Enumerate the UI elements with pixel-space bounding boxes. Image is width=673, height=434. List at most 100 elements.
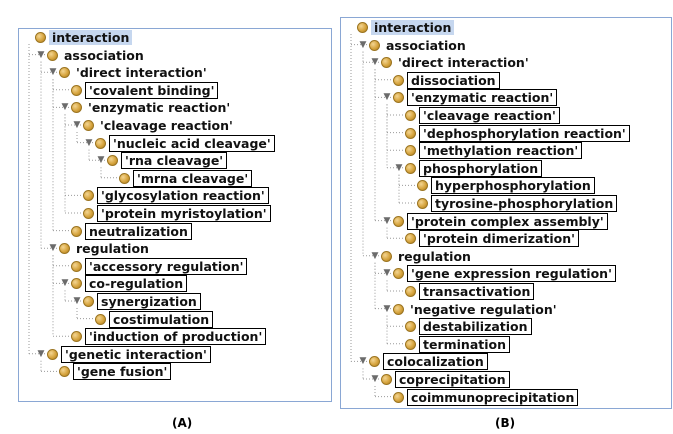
tree-node-label[interactable]: 'enzymatic reaction': [407, 89, 558, 107]
tree-node-coprecipitation[interactable]: ▼ coprecipitation: [369, 371, 510, 388]
tree-node-protein-complex-assembly[interactable]: ▼ 'protein complex assembly': [381, 212, 608, 230]
tree-node-label[interactable]: 'direct interaction': [76, 65, 207, 81]
tree-node-label[interactable]: termination: [419, 335, 511, 353]
tree-node-label[interactable]: 'enzymatic reaction': [88, 100, 231, 116]
tree-node-direct-interaction[interactable]: ▼ 'direct interaction': [369, 54, 532, 71]
tree-node-label[interactable]: neutralization: [85, 222, 192, 240]
expanded-triangle-icon[interactable]: ▼: [371, 57, 379, 68]
tree-node-association[interactable]: ▼ association: [35, 47, 147, 64]
expanded-triangle-icon[interactable]: ▼: [85, 137, 93, 148]
tree-node-covalent-binding[interactable]: 'covalent binding': [59, 81, 219, 99]
tree-node-gene-fusion[interactable]: 'gene fusion': [47, 363, 172, 381]
tree-node-label[interactable]: 'covalent binding': [85, 81, 219, 99]
tree-node-dephosphorylation-reaction[interactable]: 'dephosphorylation reaction': [393, 124, 630, 142]
tree-node-label[interactable]: synergization: [97, 293, 201, 310]
tree-node-genetic-interaction[interactable]: ▼ 'genetic interaction': [35, 345, 211, 363]
tree-node-label[interactable]: 'mrna cleavage': [133, 169, 253, 187]
tree-node-label[interactable]: 'rna cleavage': [121, 152, 228, 170]
expanded-triangle-icon[interactable]: ▼: [61, 278, 69, 289]
tree-node-label[interactable]: 'protein dimerization': [419, 230, 579, 248]
tree-node-enzymatic-reaction[interactable]: ▼ 'enzymatic reaction': [59, 99, 233, 116]
expanded-triangle-icon[interactable]: ▼: [383, 303, 391, 314]
tree-node-glycosylation-reaction[interactable]: 'glycosylation reaction': [71, 187, 269, 205]
tree-node-coimmunoprecipitation[interactable]: coimmunoprecipitation: [381, 388, 579, 406]
tree-node-label[interactable]: 'protein complex assembly': [407, 212, 608, 230]
expanded-triangle-icon[interactable]: ▼: [97, 155, 105, 166]
expanded-triangle-icon[interactable]: ▼: [395, 162, 403, 173]
tree-node-cleavage-reaction[interactable]: ▼ 'cleavage reaction': [71, 117, 236, 134]
tree-node-destabilization[interactable]: destabilization: [393, 318, 532, 336]
expanded-triangle-icon[interactable]: ▼: [383, 215, 391, 226]
tree-node-label[interactable]: transactivation: [419, 283, 535, 300]
tree-node-induction-of-production[interactable]: 'induction of production': [59, 328, 267, 346]
tree-node-enzymatic-reaction[interactable]: ▼ 'enzymatic reaction': [381, 89, 558, 107]
tree-node-label[interactable]: 'nucleic acid cleavage': [109, 134, 275, 152]
tree-node-label[interactable]: tyrosine-phosphorylation: [431, 195, 618, 212]
tree-node-gene-expression-regulation[interactable]: ▼ 'gene expression regulation': [381, 265, 616, 283]
tree-node-direct-interaction[interactable]: ▼ 'direct interaction': [47, 64, 210, 81]
tree-node-label[interactable]: 'glycosylation reaction': [97, 187, 269, 205]
tree-node-label[interactable]: destabilization: [419, 318, 532, 336]
tree-node-protein-dimerization[interactable]: 'protein dimerization': [393, 230, 579, 248]
tree-node-label[interactable]: phosphorylation: [419, 159, 543, 177]
tree-node-label[interactable]: 'gene fusion': [73, 363, 172, 381]
expanded-triangle-icon[interactable]: ▼: [73, 120, 81, 130]
tree-node-neutralization[interactable]: neutralization: [59, 222, 192, 240]
expanded-triangle-icon[interactable]: ▼: [73, 296, 81, 306]
expanded-triangle-icon[interactable]: ▼: [37, 49, 45, 60]
tree-node-label[interactable]: 'cleavage reaction': [100, 118, 233, 133]
tree-node-label[interactable]: costimulation: [109, 310, 214, 328]
tree-node-phosphorylation[interactable]: ▼ phosphorylation: [393, 159, 543, 177]
tree-node-label[interactable]: colocalization: [383, 353, 488, 371]
tree-node-termination[interactable]: termination: [393, 335, 511, 353]
tree-node-rna-cleavage[interactable]: ▼ 'rna cleavage': [95, 152, 228, 170]
expanded-triangle-icon[interactable]: ▼: [37, 348, 45, 359]
tree-node-label[interactable]: 'gene expression regulation': [407, 265, 616, 283]
tree-node-cleavage-reaction[interactable]: 'cleavage reaction': [393, 107, 560, 124]
tree-node-label[interactable]: dissociation: [407, 71, 500, 89]
tree-node-costimulation[interactable]: costimulation: [83, 310, 214, 328]
tree-node-label[interactable]: co-regulation: [85, 275, 188, 293]
tree-node-label[interactable]: 'methylation reaction': [419, 142, 583, 160]
expanded-triangle-icon[interactable]: ▼: [383, 268, 391, 279]
tree-node-label[interactable]: 'genetic interaction': [61, 345, 211, 363]
tree-node-label[interactable]: 'direct interaction': [398, 55, 529, 71]
tree-node-co-regulation[interactable]: ▼ co-regulation: [59, 275, 188, 293]
tree-node-interaction[interactable]: interaction: [23, 29, 133, 46]
tree-node-label[interactable]: 'dephosphorylation reaction': [419, 124, 630, 142]
tree-node-regulation[interactable]: ▼regulation: [369, 248, 474, 265]
tree-node-label[interactable]: interaction: [371, 20, 455, 35]
tree-node-label[interactable]: association: [64, 47, 144, 63]
tree-node-interaction[interactable]: interaction: [345, 19, 455, 36]
tree-node-methylation-reaction[interactable]: 'methylation reaction': [393, 142, 583, 160]
tree-node-label[interactable]: 'negative regulation': [410, 301, 557, 317]
tree-node-transactivation[interactable]: transactivation: [393, 283, 535, 300]
expanded-triangle-icon[interactable]: ▼: [61, 102, 69, 113]
tree-node-label[interactable]: hyperphosphorylation: [431, 177, 595, 195]
expanded-triangle-icon[interactable]: ▼: [371, 250, 379, 261]
tree-node-label[interactable]: 'accessory regulation': [85, 257, 248, 275]
tree-node-label[interactable]: 'induction of production': [85, 328, 267, 346]
tree-node-dissociation[interactable]: dissociation: [381, 71, 500, 89]
tree-node-synergization[interactable]: ▼ synergization: [71, 293, 201, 310]
tree-node-tyrosine-phosphorylation[interactable]: tyrosine-phosphorylation: [405, 195, 618, 212]
expanded-triangle-icon[interactable]: ▼: [371, 374, 379, 384]
tree-node-label[interactable]: 'protein myristoylation': [97, 205, 271, 222]
tree-node-association[interactable]: ▼association: [357, 37, 469, 54]
expanded-triangle-icon[interactable]: ▼: [49, 67, 57, 78]
tree-node-label[interactable]: regulation: [76, 241, 149, 257]
tree-node-regulation[interactable]: ▼ regulation: [47, 240, 152, 257]
tree-node-label[interactable]: coprecipitation: [395, 371, 510, 388]
tree-node-nucleic-acid-cleavage[interactable]: ▼ 'nucleic acid cleavage': [83, 134, 275, 152]
expanded-triangle-icon[interactable]: ▼: [359, 356, 367, 367]
tree-node-accessory-regulation[interactable]: 'accessory regulation': [59, 257, 248, 275]
expanded-triangle-icon[interactable]: ▼: [383, 92, 391, 103]
tree-node-mrna-cleavage[interactable]: 'mrna cleavage': [107, 169, 253, 187]
tree-node-label[interactable]: interaction: [49, 30, 133, 45]
expanded-triangle-icon[interactable]: ▼: [49, 243, 57, 254]
tree-node-hyperphosphorylation[interactable]: hyperphosphorylation: [405, 177, 595, 195]
tree-node-label[interactable]: coimmunoprecipitation: [407, 388, 579, 406]
tree-node-protein-myristoylation[interactable]: 'protein myristoylation': [71, 205, 271, 222]
tree-node-colocalization[interactable]: ▼ colocalization: [357, 353, 488, 371]
tree-node-label[interactable]: association: [386, 37, 466, 53]
